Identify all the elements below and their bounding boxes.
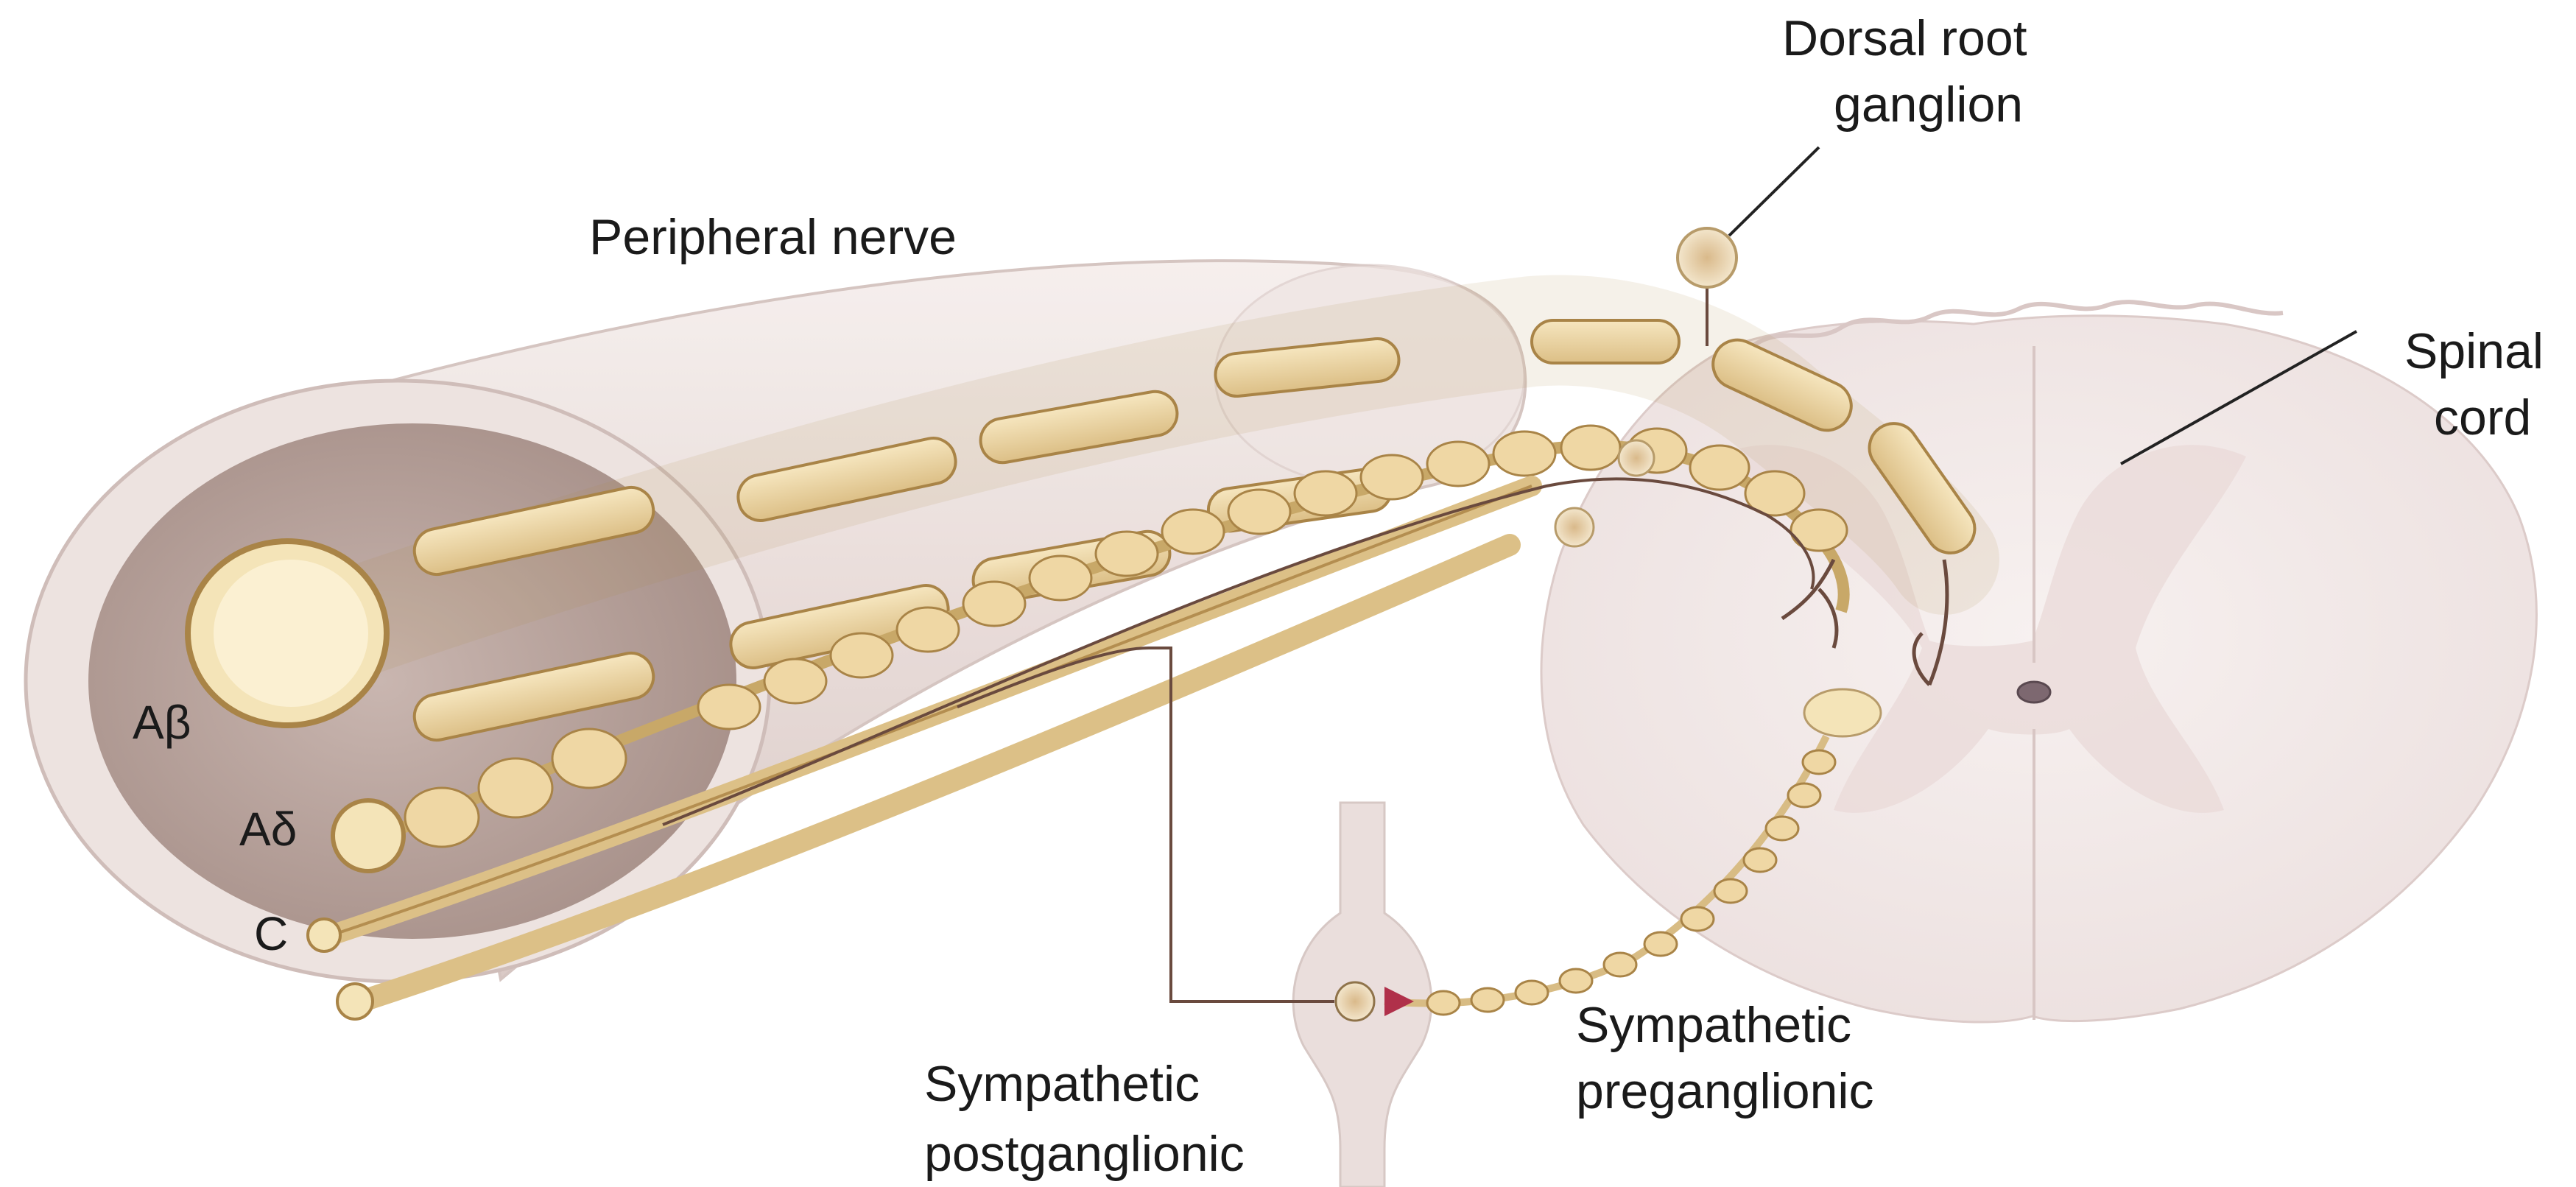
a-beta-core — [214, 560, 368, 707]
label-dorsal-root-line1: Dorsal root — [1782, 10, 2027, 66]
label-a-beta: Aβ — [133, 696, 191, 749]
label-dorsal-root-line2: ganglion — [1834, 77, 2023, 133]
label-c-fiber: C — [254, 907, 288, 960]
postganglionic-soma — [1336, 982, 1374, 1021]
c-fiber-2-end — [337, 984, 373, 1019]
label-postganglionic-line1: Sympathetic — [924, 1056, 1200, 1112]
label-a-delta: Aδ — [239, 803, 297, 856]
label-spinal-line1: Spinal — [2404, 323, 2544, 379]
label-spinal-line2: cord — [2434, 390, 2531, 445]
ganglion-cell — [1678, 228, 1736, 287]
label-preganglionic-line2: preganglionic — [1576, 1063, 1874, 1119]
a-delta-soma — [1619, 440, 1654, 476]
c-fiber-soma — [1555, 508, 1594, 546]
label-postganglionic-line2: postganglionic — [924, 1126, 1245, 1182]
dorsal-root-leader — [1729, 147, 1819, 236]
label-preganglionic-line1: Sympathetic — [1576, 997, 1851, 1053]
a-delta-cross-section — [333, 800, 404, 871]
central-canal — [2018, 682, 2050, 702]
label-peripheral-nerve: Peripheral nerve — [589, 209, 957, 265]
c-fiber-1-end — [308, 919, 340, 951]
preganglionic-soma — [1804, 689, 1881, 736]
